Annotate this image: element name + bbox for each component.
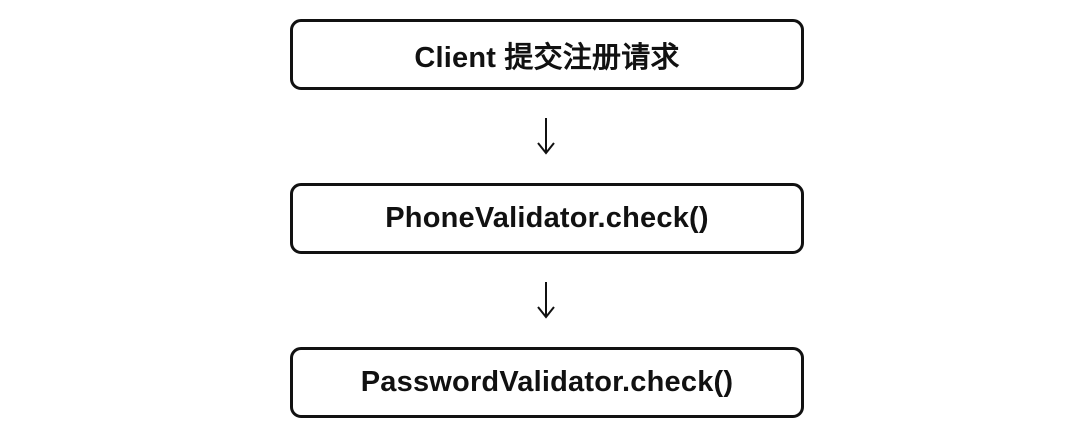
down-arrow-icon <box>536 281 556 319</box>
flow-step-password-validator: PasswordValidator.check() <box>290 347 804 418</box>
flow-step-label: Client 提交注册请求 <box>414 41 680 74</box>
flow-step-label: PasswordValidator.check() <box>360 366 734 398</box>
flow-step-phone-validator: PhoneValidator.check() <box>290 183 804 254</box>
flow-step-client-request: Client 提交注册请求 <box>290 19 804 90</box>
down-arrow-icon <box>536 117 556 155</box>
flow-step-label: PhoneValidator.check() <box>385 202 709 234</box>
